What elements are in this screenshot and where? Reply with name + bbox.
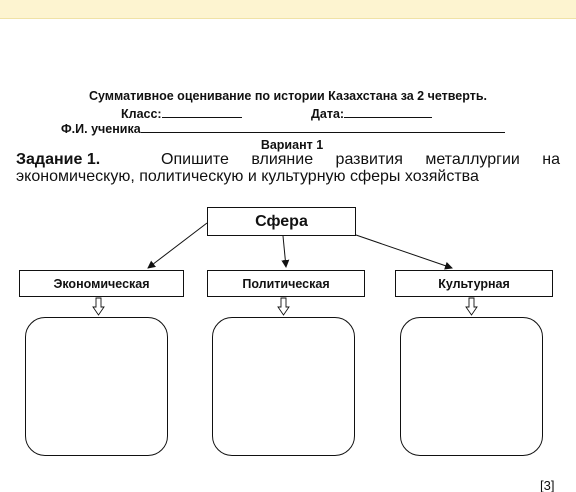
student-label: Ф.И. ученика <box>61 122 141 136</box>
variant-heading: Вариант 1 <box>260 138 324 152</box>
down-arrow-icon <box>92 297 105 316</box>
date-blank-line <box>344 108 433 118</box>
task-word: влияние <box>251 151 314 168</box>
task-label: Задание 1. <box>16 151 101 168</box>
arrow-to-cultural <box>355 234 453 270</box>
task-word: металлургии <box>425 151 520 168</box>
class-label: Класс: <box>121 107 162 121</box>
arrow-to-economic <box>147 222 208 269</box>
answer-box-economic <box>25 317 168 456</box>
down-arrow-icon <box>277 297 290 316</box>
task-instruction-line-1: Задание 1. Опишите влияние развития мета… <box>16 151 560 169</box>
arrow-to-political <box>281 235 290 268</box>
category-cultural: Культурная <box>395 270 553 297</box>
category-economic: Экономическая <box>19 270 184 297</box>
down-arrow-icon <box>465 297 478 316</box>
class-blank-line <box>161 108 242 118</box>
document-title: Суммативное оценивание по истории Казахс… <box>88 89 487 103</box>
category-political: Политическая <box>207 270 365 297</box>
class-field: Класс: <box>121 107 242 121</box>
student-blank-line <box>140 123 505 133</box>
student-name-field: Ф.И. ученика <box>61 122 505 136</box>
answer-box-political <box>212 317 355 456</box>
task-word: развития <box>335 151 403 168</box>
task-word: Опишите <box>161 151 229 168</box>
date-label: Дата: <box>311 107 345 121</box>
score-marker: [3] <box>540 478 555 492</box>
task-word: на <box>542 151 560 168</box>
task-instruction-line-2: экономическую, политическую и культурную… <box>16 168 479 185</box>
top-banner <box>0 0 576 19</box>
sphere-box: Сфера <box>207 207 356 236</box>
answer-box-cultural <box>400 317 543 456</box>
date-field: Дата: <box>311 107 433 121</box>
